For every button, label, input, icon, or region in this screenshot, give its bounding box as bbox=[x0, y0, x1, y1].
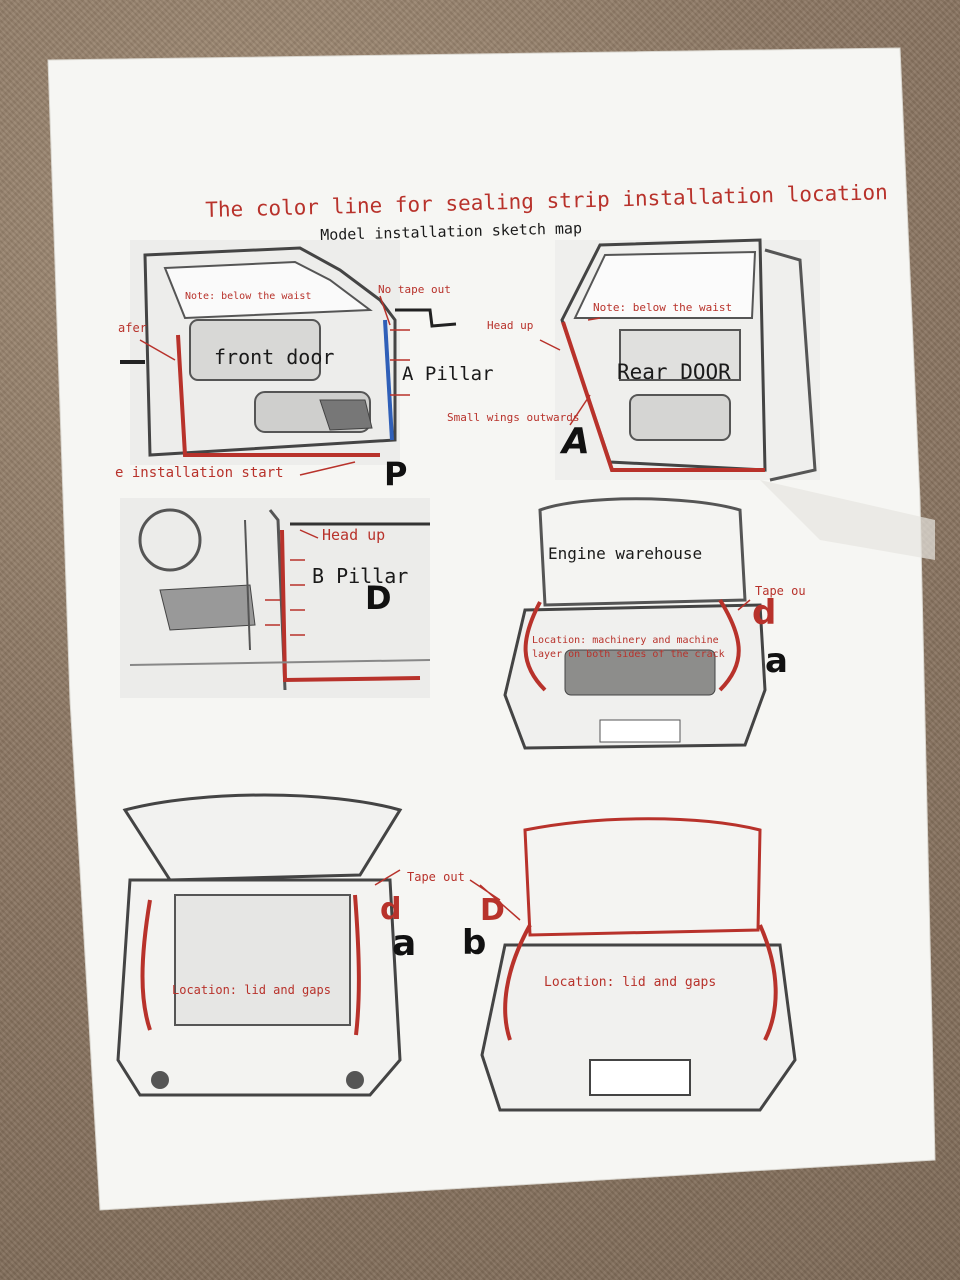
b-pillar-handwritten: D bbox=[365, 579, 392, 617]
front-door-no-tape: No tape out bbox=[378, 283, 451, 296]
b-pillar-diagram bbox=[120, 498, 431, 698]
suv-trunk-diagram bbox=[116, 793, 403, 1097]
sedan-trunk-tape-out: Tape out bbox=[407, 870, 465, 884]
rear-door-handwritten: A bbox=[562, 421, 590, 462]
engine-tape-out: Tape ou bbox=[755, 584, 806, 598]
rear-door-wings: Small wings outwards bbox=[447, 411, 580, 424]
a-pillar-label: A Pillar bbox=[402, 363, 494, 385]
paper-fold-shadow bbox=[760, 480, 935, 560]
front-door-label: front door bbox=[214, 345, 335, 369]
suv-trunk-location: Location: lid and gaps bbox=[172, 983, 331, 997]
engine-location-2: layer on both sides of the crack bbox=[532, 649, 725, 660]
suv-trunk-handwritten-2: a bbox=[392, 923, 417, 964]
engine-diagram bbox=[503, 497, 767, 750]
front-door-handwritten: P bbox=[384, 455, 408, 493]
front-door-note: Note: below the waist bbox=[185, 291, 312, 302]
engine-handwritten-2: a bbox=[765, 641, 788, 681]
b-pillar-label: B Pillar bbox=[312, 564, 409, 588]
suv-trunk-handwritten-1: d bbox=[380, 892, 402, 927]
sedan-trunk-location: Location: lid and gaps bbox=[544, 975, 717, 990]
rear-door-diagram bbox=[539, 238, 820, 482]
sedan-trunk-handwritten-1: D bbox=[480, 893, 505, 928]
engine-handwritten-1: d bbox=[752, 593, 777, 633]
engine-label: Engine warehouse bbox=[548, 544, 703, 563]
rear-door-note: Note: below the waist bbox=[593, 301, 733, 314]
rear-door-head-up: Head up bbox=[487, 319, 534, 332]
b-pillar-head-up: Head up bbox=[322, 526, 386, 544]
front-door-wafer: afer bbox=[118, 321, 147, 335]
sedan-trunk-diagram bbox=[469, 817, 797, 1112]
front-door-diagram bbox=[120, 240, 457, 476]
front-door-install-start: e installation start bbox=[115, 465, 284, 481]
rear-door-label: Rear DOOR bbox=[617, 360, 731, 384]
engine-location-1: Location: machinery and machine bbox=[532, 635, 719, 646]
sedan-trunk-handwritten-2: b bbox=[462, 923, 487, 963]
